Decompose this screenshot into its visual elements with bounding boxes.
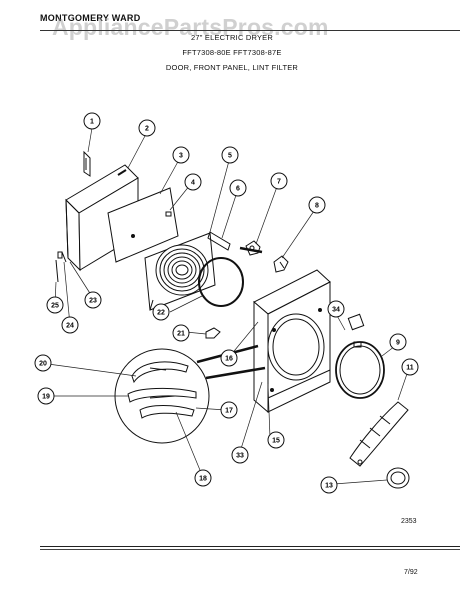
- callout-11: 11: [401, 358, 419, 376]
- callout-number: 6: [236, 186, 240, 193]
- callout-number: 2: [145, 126, 149, 133]
- callout-18: 18: [194, 469, 212, 487]
- callout-1: 1: [83, 112, 101, 130]
- drum-seal-ring: [335, 341, 385, 399]
- callout-23: 23: [84, 291, 102, 309]
- callout-number: 25: [51, 303, 59, 310]
- door-strike: [205, 327, 221, 339]
- detail-magnifier: [114, 348, 210, 444]
- brand-name: MONTGOMERY WARD: [40, 13, 141, 23]
- callout-6: 6: [229, 179, 247, 197]
- callout-16: 16: [220, 349, 238, 367]
- callout-25: 25: [46, 296, 64, 314]
- callout-number: 3: [179, 153, 183, 160]
- seal-retainer: [207, 231, 231, 251]
- callout-33: 33: [231, 446, 249, 464]
- lint-screen-cover: [347, 313, 365, 331]
- callout-5: 5: [221, 146, 239, 164]
- callout-20: 20: [34, 354, 52, 372]
- door-hinge: [83, 150, 91, 177]
- callout-34: 34: [327, 300, 345, 318]
- drawing-number: 2353: [401, 518, 417, 525]
- callout-19: 19: [37, 387, 55, 405]
- dryer-title: 27" ELECTRIC DRYER: [191, 33, 273, 42]
- callout-3: 3: [172, 146, 190, 164]
- footer-rule: [40, 546, 460, 547]
- callout-number: 24: [66, 323, 74, 330]
- section-title: DOOR, FRONT PANEL, LINT FILTER: [165, 63, 299, 72]
- exhaust-duct: [349, 401, 409, 467]
- door-liner: [107, 187, 179, 263]
- callout-number: 18: [199, 476, 207, 483]
- callout-number: 13: [325, 483, 333, 490]
- callout-number: 15: [272, 438, 280, 445]
- callout-number: 33: [236, 453, 244, 460]
- door-catch: [273, 255, 289, 273]
- callout-number: 22: [157, 310, 165, 317]
- callout-number: 5: [228, 153, 232, 160]
- header-rule: [40, 30, 460, 31]
- callout-7: 7: [270, 172, 288, 190]
- callout-number: 7: [277, 179, 281, 186]
- callout-17: 17: [220, 401, 238, 419]
- callout-15: 15: [267, 431, 285, 449]
- callout-9: 9: [389, 333, 407, 351]
- callout-8: 8: [308, 196, 326, 214]
- footer-rule-thin: [40, 549, 460, 550]
- door-clip: [165, 211, 172, 217]
- callout-4: 4: [184, 173, 202, 191]
- callout-number: 17: [225, 408, 233, 415]
- lint-filter-housing: [144, 232, 216, 311]
- front-panel: [253, 269, 331, 414]
- callout-number: 8: [315, 203, 319, 210]
- revision-date: 7/92: [404, 569, 418, 576]
- callout-2: 2: [138, 119, 156, 137]
- callout-number: 16: [225, 356, 233, 363]
- model-numbers: FFT7308-80E FFT7308-87E: [182, 48, 282, 57]
- callout-number: 1: [90, 119, 94, 126]
- callout-number: 20: [39, 361, 47, 368]
- callout-number: 9: [396, 340, 400, 347]
- hinge-pin: [55, 259, 59, 283]
- callout-22: 22: [152, 303, 170, 321]
- callout-13: 13: [320, 476, 338, 494]
- callout-21: 21: [172, 324, 190, 342]
- callout-number: 34: [332, 307, 340, 314]
- callout-number: 11: [406, 365, 414, 372]
- callout-number: 21: [177, 331, 185, 338]
- door-switch: [245, 240, 261, 256]
- callout-24: 24: [61, 316, 79, 334]
- callout-number: 19: [42, 394, 50, 401]
- callout-number: 4: [191, 180, 195, 187]
- duct-seal-ring: [198, 257, 244, 307]
- callout-number: 23: [89, 298, 97, 305]
- bumper-ring: [386, 467, 410, 489]
- watermark: AppliancePartsPros.com: [52, 14, 329, 40]
